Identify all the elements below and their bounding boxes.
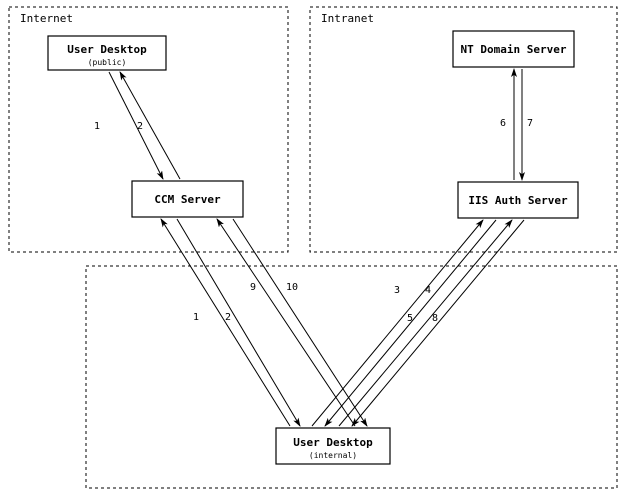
zone-label-internet: Internet (20, 12, 73, 25)
flow-arrow-flow-2-internal (176, 218, 301, 427)
flow-arrow-flow-1-internal (160, 218, 291, 427)
flow-arrow-flow-3 (311, 219, 484, 427)
flow-label-3: 3 (394, 285, 400, 296)
flow-label-7: 7 (527, 118, 533, 129)
node-subtitle-user-desktop-internal: (internal) (309, 451, 357, 460)
flow-label-2: 2 (225, 312, 231, 323)
flow-label-5: 5 (407, 313, 413, 324)
flow-arrow-flow-5 (338, 219, 513, 427)
flow-label-2: 2 (137, 121, 143, 132)
node-box-iis-auth-server[interactable] (457, 181, 579, 219)
node-iis-auth-server[interactable]: IIS Auth Server (457, 181, 579, 219)
zone-boundary-internal-zone (85, 265, 618, 489)
zone-label-intranet: Intranet (321, 12, 374, 25)
flow-arrow-flow-2-public (119, 71, 181, 180)
flow-label-9: 9 (250, 282, 256, 293)
zone-boundary-internet (8, 6, 289, 253)
zone-internal-zone (85, 265, 618, 489)
flow-labels-layer: 1 2 1 2 9 10 3 4 5 8 6 7 (94, 118, 533, 324)
flow-label-10: 10 (286, 282, 298, 293)
node-title-iis-auth-server: IIS Auth Server (468, 194, 568, 207)
flow-arrow-flow-1-public (108, 71, 164, 180)
node-title-user-desktop-internal: User Desktop (293, 436, 373, 449)
node-box-user-desktop-internal[interactable] (275, 427, 391, 465)
nodes-layer: User Desktop (public) CCM Server NT Domain … (47, 30, 579, 465)
node-box-ccm-server[interactable] (131, 180, 244, 218)
node-title-ccm-server: CCM Server (154, 193, 221, 206)
node-ccm-server[interactable]: CCM Server (131, 180, 244, 218)
flow-label-4: 4 (425, 285, 431, 296)
flow-label-1: 1 (193, 312, 199, 323)
flow-arrow-flow-4 (324, 219, 497, 427)
flow-label-1: 1 (94, 121, 100, 132)
zone-internet: Internet (8, 6, 289, 253)
zones-layer: Internet Intranet (8, 6, 618, 489)
flow-arrow-flow-9 (216, 218, 356, 427)
flow-label-6: 6 (500, 118, 506, 129)
node-box-user-desktop-public[interactable] (47, 35, 167, 71)
flow-arrow-flow-8 (351, 219, 525, 427)
node-title-user-desktop-public: User Desktop (67, 43, 147, 56)
node-box-nt-domain-server[interactable] (452, 30, 575, 68)
node-nt-domain-server[interactable]: NT Domain Server (452, 30, 575, 68)
node-subtitle-user-desktop-public: (public) (88, 58, 127, 67)
zone-intranet: Intranet (309, 6, 618, 253)
flows-layer (108, 68, 525, 427)
flow-label-8: 8 (432, 313, 438, 324)
node-user-desktop-public[interactable]: User Desktop (public) (47, 35, 167, 71)
node-user-desktop-internal[interactable]: User Desktop (internal) (275, 427, 391, 465)
flow-arrow-flow-10 (232, 218, 368, 427)
node-title-nt-domain-server: NT Domain Server (461, 43, 567, 56)
